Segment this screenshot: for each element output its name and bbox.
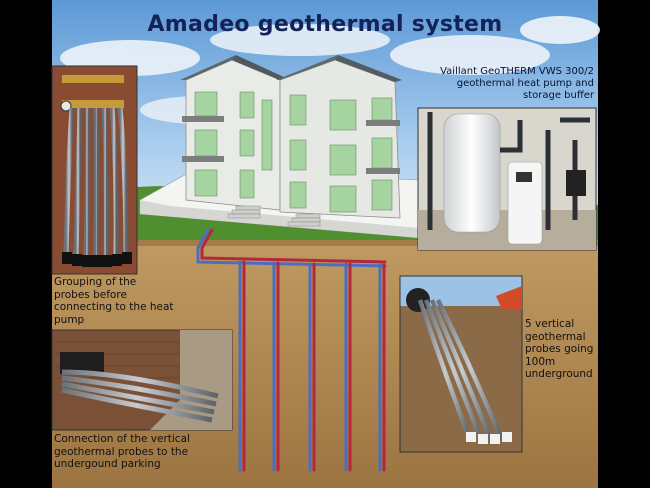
pipe-network: [196, 228, 387, 472]
stairs: [227, 205, 321, 227]
house-right: [276, 55, 402, 219]
caption-connection: Connection of the vertical geothermal pr…: [54, 433, 190, 470]
photo-probes-grouping: [51, 65, 138, 275]
right-margin: [598, 0, 650, 488]
page-title: Amadeo geothermal system: [147, 12, 503, 37]
house-left: [180, 55, 286, 211]
left-margin: [0, 0, 52, 488]
caption-vertical: 5 vertical geothermal probes going 100m …: [525, 318, 594, 380]
caption-grouping: Grouping of the probes before connecting…: [54, 276, 174, 326]
photo-vertical-probes: [399, 275, 523, 453]
photo-connection-parking: [51, 329, 233, 431]
photo-heat-pump: [417, 107, 597, 251]
caption-heat-pump: Vaillant GeoTHERM VWS 300/2 geothermal h…: [440, 66, 594, 101]
